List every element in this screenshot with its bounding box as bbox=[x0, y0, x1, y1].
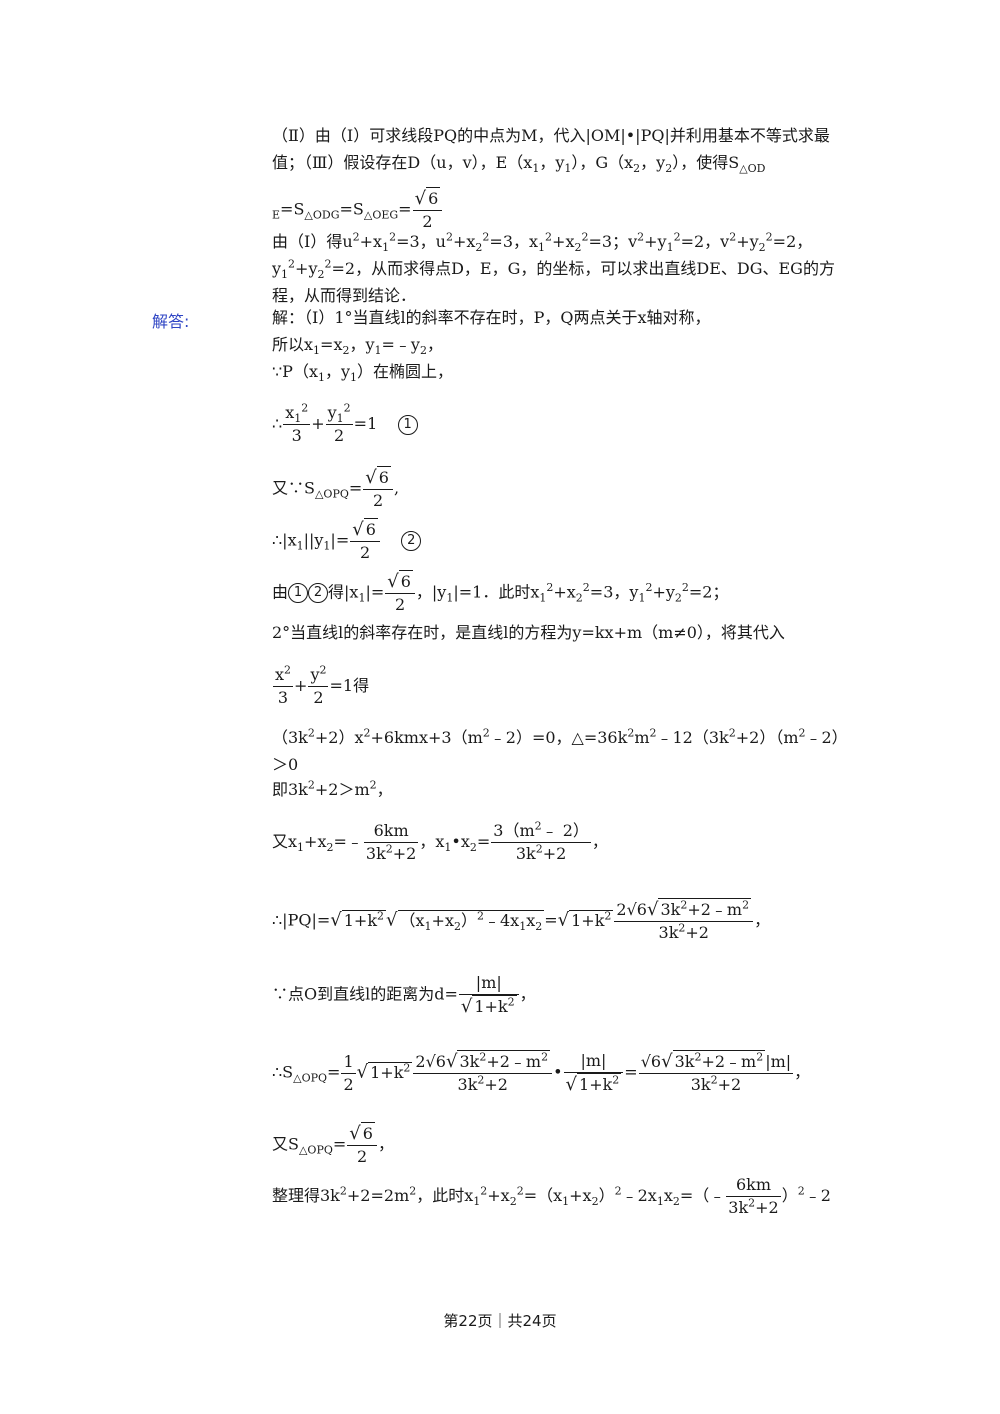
solution-line-2: 所以x1=x2，y1=﹣y2， bbox=[272, 335, 443, 358]
solution-line-3: ∵P（x1，y1）在椭圆上， bbox=[272, 362, 454, 385]
circle-2-marker: 2 bbox=[401, 531, 422, 551]
distance-formula: ∵点O到直线l的距离为d=|m|√1+k2， bbox=[272, 973, 536, 1017]
solution-case-2: 2°当直线l的斜率存在时，是直线l的方程为y=kx+m（m≠0），将其代入 bbox=[272, 623, 785, 642]
inequality: 即3k2+2＞m2， bbox=[272, 778, 393, 799]
quadratic-equation: （3k2+2）x2+6kmx+3（m2﹣2）=0，△=36k2m2﹣12（3k2… bbox=[272, 726, 848, 774]
analysis-para-1: （Ⅱ）由（I）可求线段PQ的中点为M，代入|OM|•|PQ|并利用基本不等式求最… bbox=[272, 126, 830, 176]
analysis-para-2: 由（Ⅰ）得u2+x12=3，u2+x22=3，x12+x22=3；v2+y12=… bbox=[272, 230, 835, 305]
circle-1-marker: 1 bbox=[397, 414, 418, 435]
answer-label: 解答: bbox=[152, 312, 190, 331]
solution-line-1: 解：（Ⅰ）1°当直线l的斜率不存在时，P，Q两点关于x轴对称， bbox=[272, 308, 711, 327]
page-footer: 第22页｜共24页 bbox=[443, 1312, 557, 1330]
final-line: 整理得3k2+2=2m2，此时x12+x22=（x1+x2）2﹣2x1x2=（﹣… bbox=[272, 1175, 831, 1217]
